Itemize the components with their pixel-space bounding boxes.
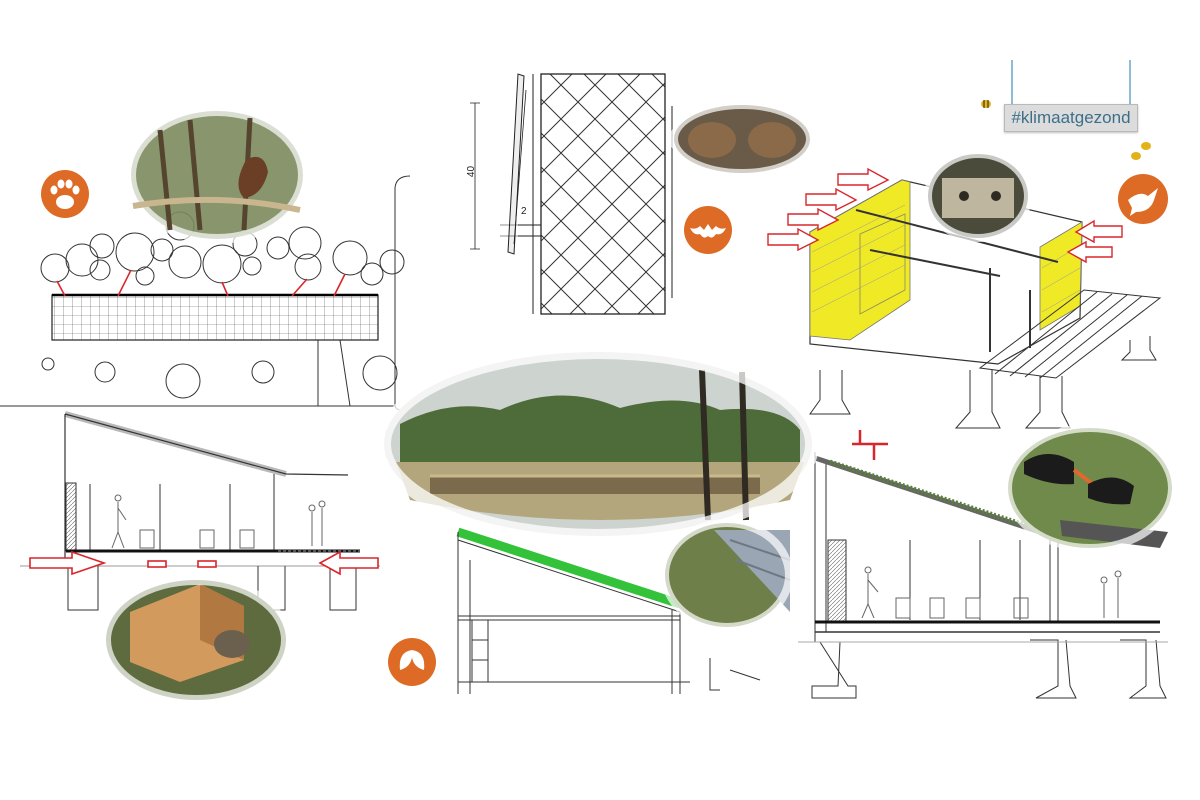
nestbox-photo [924, 150, 1032, 242]
klimaatgezond-tag: #klimaatgezond [1004, 104, 1138, 132]
oystercatcher-photo [1004, 424, 1176, 552]
bird-icon [1128, 188, 1158, 216]
deck [978, 289, 1162, 379]
bee-icon [981, 100, 1151, 160]
people-figures-right [861, 566, 1122, 619]
tree-links [56, 269, 346, 297]
section-left [20, 411, 380, 611]
solar-panel-photo [661, 519, 793, 631]
bat-icon [690, 224, 726, 238]
paw-icon [50, 179, 80, 209]
wall-height-dimension: 40 [466, 165, 478, 178]
bat-badge [684, 206, 732, 254]
bird-badge [1118, 174, 1168, 224]
insulation-layer [540, 73, 666, 315]
paw-badge [41, 170, 89, 218]
wall-gap-dimension: 2 [521, 206, 527, 217]
airflow-arrows-left [29, 550, 379, 576]
airflow-arrows-axo [767, 167, 1123, 264]
hedgehog-house-photo [101, 575, 291, 705]
site-plan [0, 175, 411, 411]
squirrel-photo [126, 106, 308, 244]
foundations-axo [809, 336, 1157, 429]
site-trees [40, 211, 405, 399]
people-figures [111, 494, 326, 549]
leaves-icon [399, 650, 425, 670]
landscape-photo [377, 345, 819, 543]
green-roof-strip [456, 527, 682, 609]
section-green-roof [456, 527, 761, 694]
sign-strings [1011, 60, 1131, 104]
foundations-right [798, 639, 1168, 699]
bats-photo [670, 101, 814, 177]
section-right [798, 430, 1168, 699]
wall-detail [470, 73, 673, 315]
leaves-badge [388, 638, 436, 686]
building-footprint [51, 294, 379, 341]
axonometric-view [767, 167, 1162, 429]
